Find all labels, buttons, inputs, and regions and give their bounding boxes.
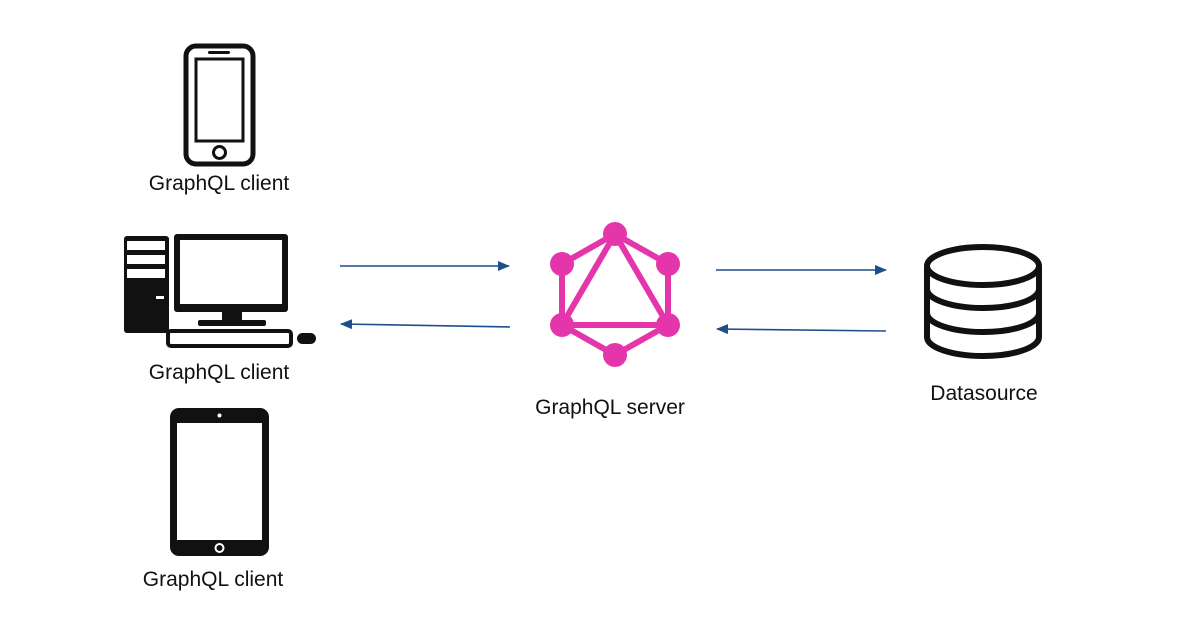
tablet-icon [170, 408, 269, 556]
smartphone-icon [183, 43, 256, 167]
graphql-logo-icon [550, 222, 680, 367]
datasource-label: Datasource [930, 382, 1038, 405]
phone-client-label: GraphQL client [148, 172, 290, 195]
arrow-datasource-to-server [716, 324, 887, 335]
server-label: GraphQL server [535, 396, 685, 419]
database-icon [924, 244, 1042, 359]
arrow-server-to-client [340, 319, 511, 330]
desktop-computer-icon [124, 234, 316, 348]
tablet-client-label: GraphQL client [142, 568, 284, 591]
desktop-client-label: GraphQL client [148, 361, 290, 384]
